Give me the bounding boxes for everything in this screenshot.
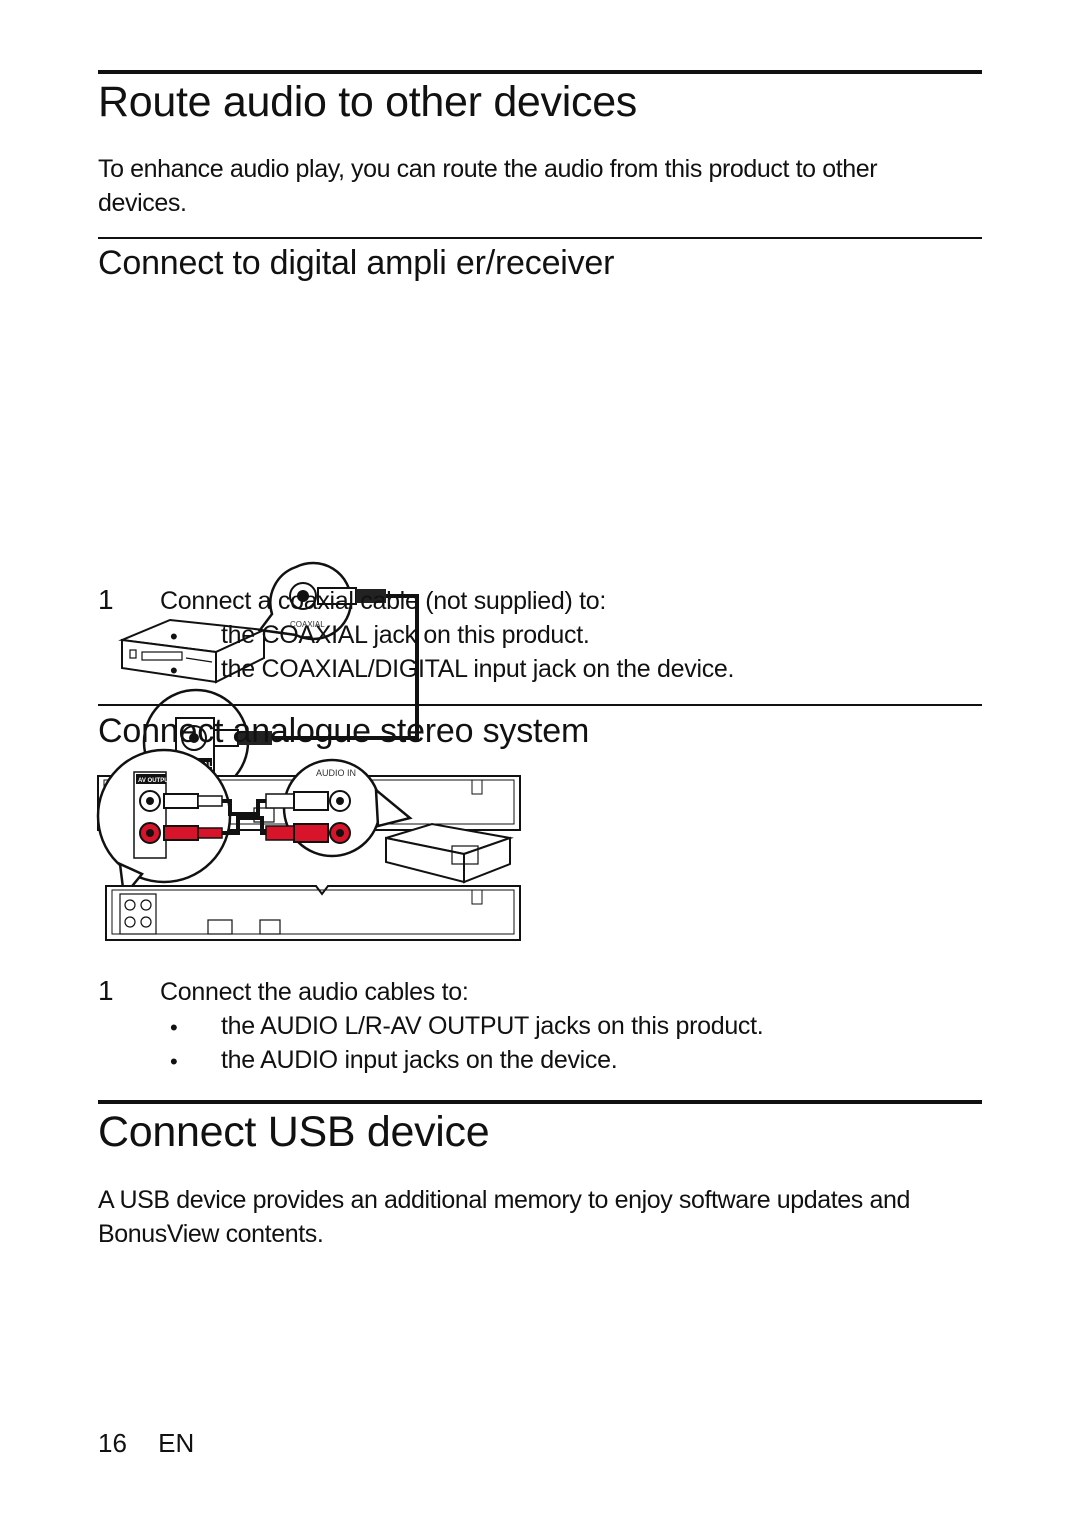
bullet-marker: • — [170, 624, 178, 649]
route-intro-line1: To enhance audio play, you can route the… — [98, 155, 878, 183]
digital-bullet-2: the COAXIAL/DIGITAL input jack on the de… — [221, 655, 735, 683]
usb-intro-line2: BonusView contents. — [98, 1220, 324, 1248]
analogue-bullet-1: the AUDIO L/R-AV OUTPUT jacks on this pr… — [221, 1012, 764, 1040]
route-intro-line2: devices. — [98, 189, 187, 217]
bullet-marker: • — [170, 658, 178, 683]
section-rule-digital — [98, 237, 982, 239]
route-intro: To enhance audio play, you can route the… — [98, 152, 988, 220]
audio-in-callout: AUDIO IN — [265, 758, 413, 858]
av-output-label: AV OUTPUT — [138, 778, 173, 784]
page-title-route-audio: Route audio to other devices — [98, 78, 638, 126]
player-back-panel-illustration-2 — [105, 885, 521, 941]
analogue-step-number: 1 — [98, 975, 114, 1006]
analogue-step-text: Connect the audio cables to: — [160, 978, 469, 1006]
digital-bullet-1: the COAXIAL jack on this product. — [221, 621, 590, 649]
bullet-marker: • — [170, 1049, 178, 1074]
receiver-device-illustration — [118, 618, 268, 684]
bullet-marker: • — [170, 1015, 178, 1040]
coaxial-input-callout: COAXIAL — [257, 561, 386, 641]
language-code: EN — [158, 1428, 195, 1458]
coaxial-cable — [272, 594, 419, 740]
page-footer: 16 EN — [98, 1428, 218, 1459]
stereo-device-illustration — [385, 822, 514, 884]
usb-intro: A USB device provides an additional memo… — [98, 1183, 988, 1251]
section-rule-route — [98, 70, 982, 74]
coaxial-callout-label: COAXIAL — [290, 620, 325, 629]
heading-digital-amplifier: Connect to digital ampli er/receiver — [98, 244, 615, 282]
section-rule-analogue — [98, 704, 982, 706]
audio-cable-red — [222, 816, 266, 835]
digital-step-text: Connect a coaxial cable (not supplied) t… — [160, 587, 607, 615]
usb-intro-line1: A USB device provides an additional memo… — [98, 1186, 910, 1214]
av-output-callout: AV OUTPUT — [96, 748, 232, 900]
heading-analogue-stereo: Connect analogue stereo system — [98, 712, 590, 750]
audio-in-label: AUDIO IN — [316, 768, 356, 778]
audio-cable-white — [222, 799, 266, 816]
page-number: 16 — [98, 1428, 127, 1458]
digital-step-number: 1 — [98, 584, 114, 615]
analogue-bullet-2: the AUDIO input jacks on the device. — [221, 1046, 618, 1074]
section-rule-usb — [98, 1100, 982, 1104]
page-title-usb-device: Connect USB device — [98, 1108, 490, 1156]
